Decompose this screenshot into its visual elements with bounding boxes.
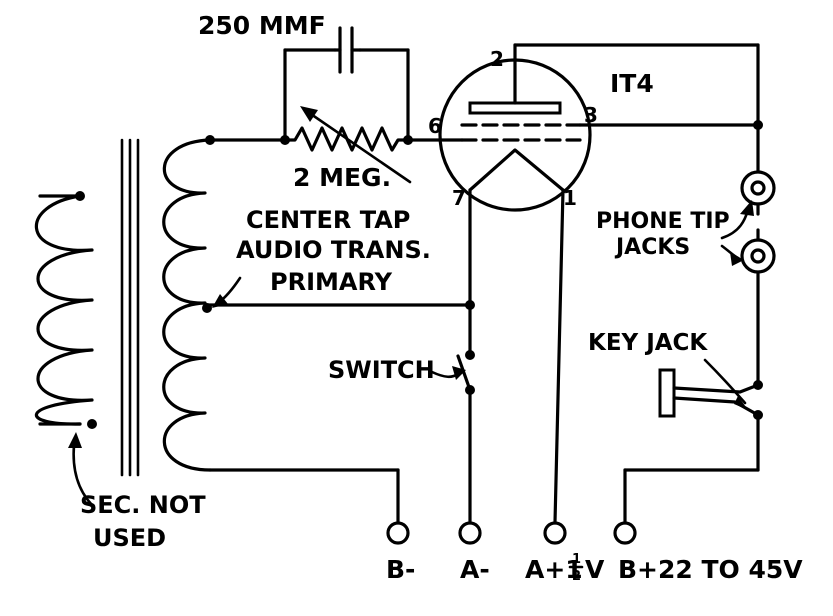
capacitor-250-mmf (333, 26, 362, 74)
b-minus-label: B- (386, 555, 415, 584)
resistor-2-meg (283, 106, 412, 184)
secondary-pointer (68, 432, 94, 507)
tube-label: IT4 (610, 69, 654, 98)
secondary-label-line-2: USED (93, 524, 166, 552)
pin-1-label: 1 (563, 186, 577, 210)
center-tap-pointer (212, 276, 242, 308)
a-plus-label-numerator: 1 (572, 552, 581, 567)
pin-3-label: 3 (584, 103, 598, 127)
key-jack (658, 358, 760, 418)
transformer-core (120, 138, 140, 477)
pin-2-label: 2 (490, 47, 504, 71)
phone-jacks-label-line-2: JACKS (614, 235, 690, 260)
plate-wiring (513, 43, 763, 524)
primary-coil (162, 135, 215, 472)
center-tap-label-line-3: PRIMARY (270, 268, 393, 296)
terminal-b-plus (613, 521, 637, 545)
pin-6-label: 6 (428, 114, 442, 138)
center-tap-label-line-2: AUDIO TRANS. (236, 236, 431, 264)
switch-label: SWITCH (328, 356, 435, 384)
resistor-label: 2 MEG. (293, 163, 391, 192)
key-jack-label: KEY JACK (588, 330, 708, 356)
center-tap-label-line-1: CENTER TAP (246, 206, 410, 234)
secondary-coil (34, 191, 97, 429)
phone-jacks-label-line-1: PHONE TIP (596, 209, 730, 234)
filament-switch (430, 350, 475, 395)
audio-transformer (34, 135, 215, 477)
filament-wiring (205, 188, 565, 524)
b-plus-label: B+22 TO 45V (618, 555, 803, 584)
terminal-b-minus (386, 521, 410, 545)
secondary-label-line-1: SEC. NOT (80, 491, 206, 519)
a-plus-label-suffix: V (585, 555, 605, 584)
a-plus-label: A+1 1 2 V (525, 552, 605, 584)
a-plus-label-prefix: A+1 (525, 555, 583, 584)
terminals (386, 521, 637, 545)
terminal-a-plus (543, 521, 567, 545)
a-plus-label-denominator: 2 (572, 569, 581, 584)
capacitor-label: 250 MMF (198, 11, 326, 40)
a-minus-label: A- (460, 555, 490, 584)
phone-tip-jacks (720, 170, 776, 274)
terminal-a-minus (458, 521, 482, 545)
pin-7-label: 7 (452, 186, 466, 210)
vacuum-tube-1t4 (438, 58, 592, 212)
